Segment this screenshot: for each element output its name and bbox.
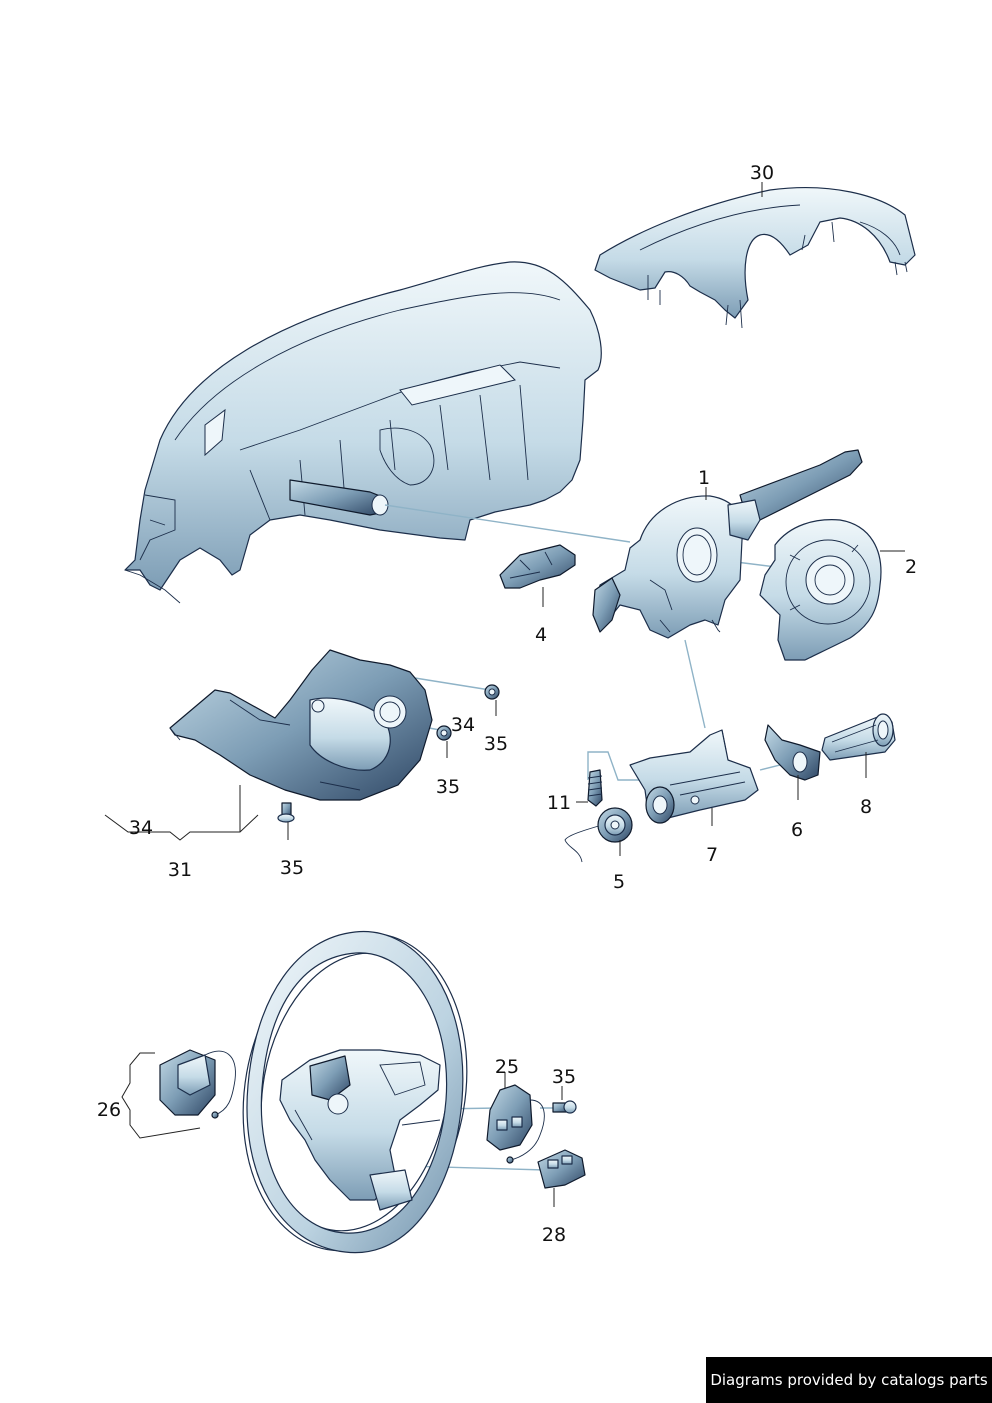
right-wheel-switch[interactable] [486,1084,545,1164]
callout-35-c: 35 [280,857,304,879]
shear-screw[interactable] [587,769,603,807]
callout-2: 2 [905,556,917,578]
dashboard-frame [124,261,602,604]
callout-25: 25 [495,1056,519,1078]
screw-35a[interactable] [484,684,500,700]
multifunction-switch-module[interactable] [537,1149,586,1189]
screw-35d[interactable] [552,1100,577,1114]
footer-credit: Diagrams provided by catalogs parts [706,1357,992,1403]
lock-cylinder[interactable] [821,713,896,761]
callout-4: 4 [535,624,547,646]
callout-30: 30 [750,162,774,184]
steering-lock-housing[interactable] [629,729,759,824]
callout-28: 28 [542,1224,566,1246]
callout-34-upper: 34 [451,714,475,736]
trim-ring[interactable] [764,724,821,781]
combination-switch[interactable] [592,449,863,639]
callout-7: 7 [706,844,718,866]
bracket-26 [121,1052,201,1139]
callout-6: 6 [791,819,803,841]
callout-1: 1 [698,467,710,489]
callout-31: 31 [168,859,192,881]
upper-column-trim[interactable] [594,187,916,329]
callout-26: 26 [97,1099,121,1121]
ignition-switch[interactable] [564,807,633,863]
lower-column-trim[interactable] [169,649,433,801]
steering-wheel[interactable] [219,915,491,1268]
callout-11: 11 [547,792,571,814]
callout-35-a: 35 [484,733,508,755]
screw-35b[interactable] [436,725,452,741]
callout-35-b: 35 [436,776,460,798]
screw-35c[interactable] [277,802,295,823]
clock-spring[interactable] [759,519,882,661]
switch-module[interactable] [499,544,576,589]
left-wheel-switch[interactable] [159,1049,236,1119]
callout-5: 5 [613,871,625,893]
callout-35-d: 35 [552,1066,576,1088]
callout-34-lower: 34 [129,817,153,839]
callout-8: 8 [860,796,872,818]
